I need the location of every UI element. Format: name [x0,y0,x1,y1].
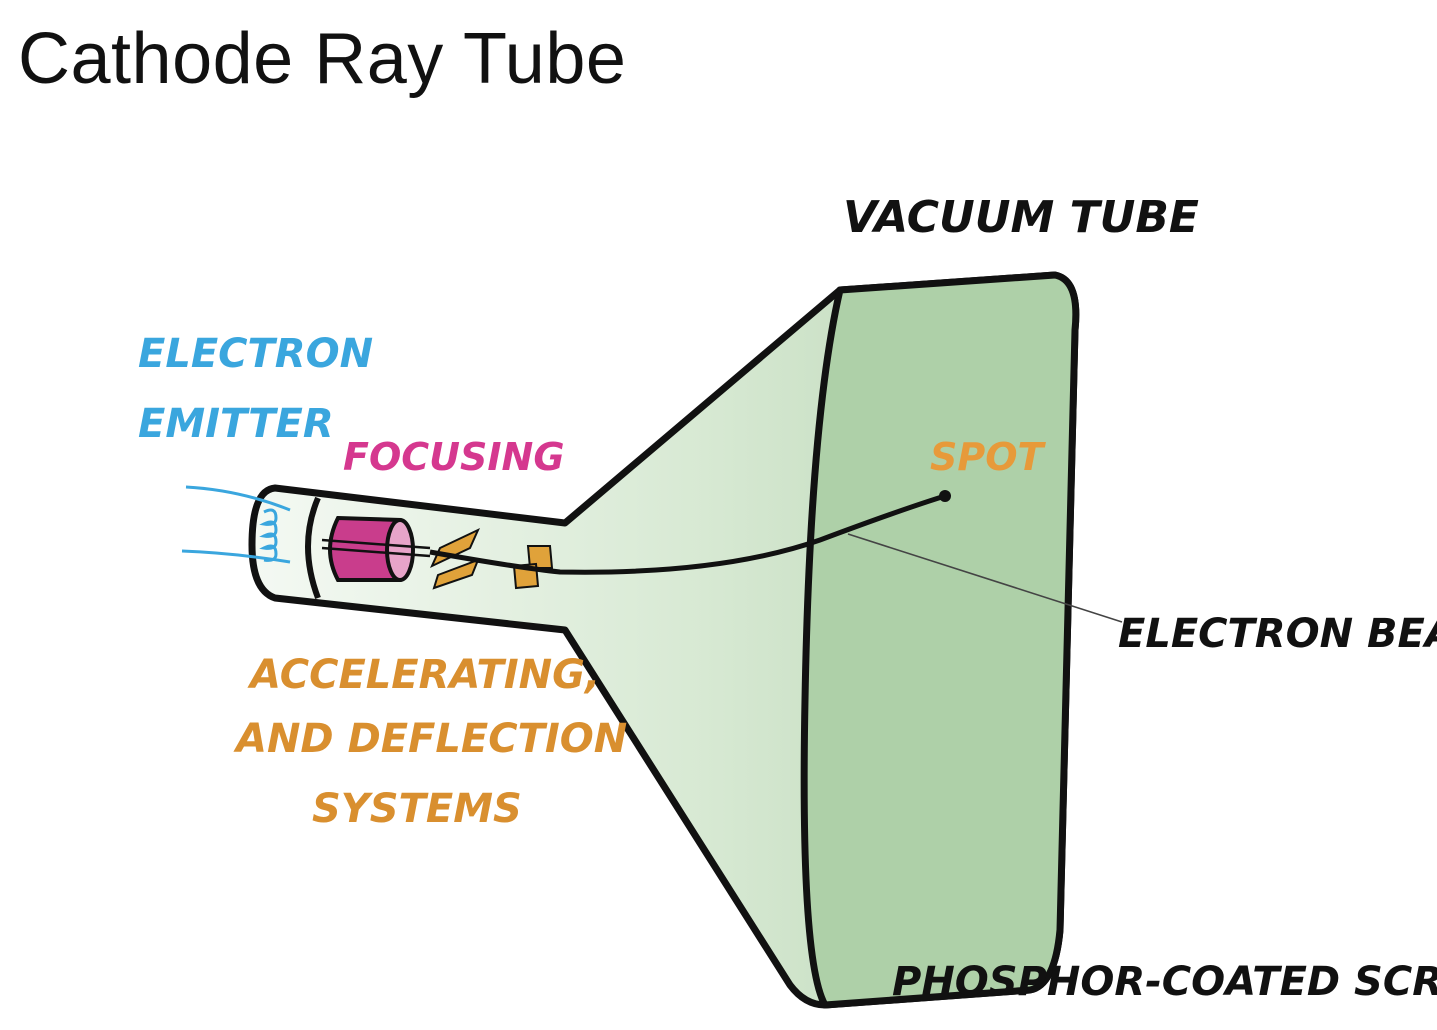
focusing-label: FOCUSING [343,435,565,479]
focusing-coil [321,515,431,582]
beam-spot [939,490,951,502]
neck-cap [305,496,321,600]
electron-beam [429,493,946,575]
phosphor-screen-label: PHOSPHOR-COATED SCREEN [892,959,1437,1005]
vacuum-tube-label: VACUUM TUBE [843,192,1199,243]
electron-beam-leader [847,533,1123,623]
phosphor-screen [800,271,1080,1009]
spot-label: SPOT [930,435,1047,479]
accelerating-label-line3: SYSTEMS [312,786,522,832]
electron-emitter [181,485,291,564]
electron-emitter-label-line1: ELECTRON [138,331,373,377]
electron-beam-label: ELECTRON BEAM [1118,611,1437,657]
accelerating-label-line2: AND DEFLECTION [233,716,627,762]
accelerating-label-line1: ACCELERATING, [247,652,600,698]
page-title: Cathode Ray Tube [18,19,627,99]
electron-emitter-label-line2: EMITTER [138,401,334,447]
